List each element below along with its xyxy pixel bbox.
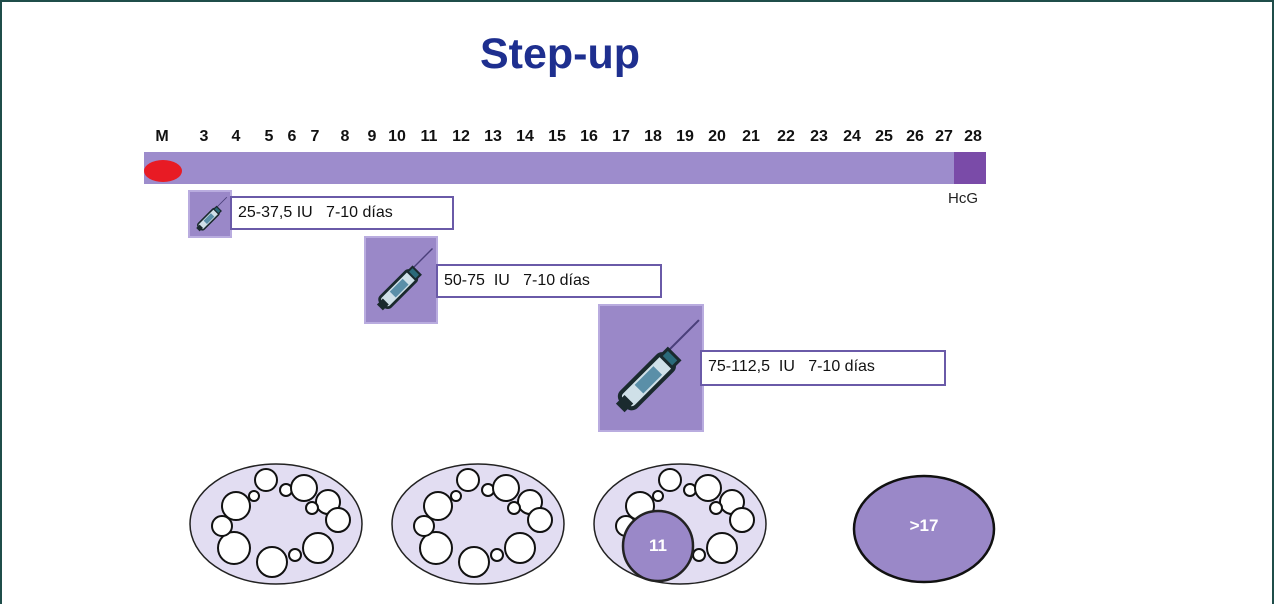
dominant-follicle-11 [621, 509, 695, 583]
day-label: 9 [367, 128, 377, 145]
day-label: 17 [612, 128, 630, 145]
day-label: 11 [420, 128, 438, 145]
day-label: 7 [310, 128, 320, 145]
day-label: 19 [676, 128, 694, 145]
ovary-3: 11 [592, 462, 768, 586]
syringe-icon [196, 196, 228, 232]
ovary-2 [390, 462, 566, 586]
day-label: 16 [580, 128, 598, 145]
day-label: 25 [875, 128, 893, 145]
day-label: 27 [935, 128, 953, 145]
day-label: 10 [388, 128, 406, 145]
dose-label-step-2: 50-75 IU 7-10 días [436, 264, 662, 298]
day-label: 21 [742, 128, 760, 145]
ovary-1 [188, 462, 364, 586]
day-label: 28 [964, 128, 982, 145]
day-label: 24 [843, 128, 861, 145]
day-label: 3 [199, 128, 209, 145]
syringe-box-step-3 [598, 304, 704, 432]
day-label: 20 [708, 128, 726, 145]
syringe-icon [615, 319, 700, 413]
day-label: 23 [810, 128, 828, 145]
syringe-box-step-1 [188, 190, 232, 238]
day-label: 13 [484, 128, 502, 145]
follicle-label-11: 11 [649, 536, 667, 555]
hcg-label: HcG [948, 190, 978, 207]
day-label: 18 [644, 128, 662, 145]
cycle-timeline-bar [144, 152, 986, 184]
page-title: Step-up [479, 30, 641, 78]
day-label: 22 [777, 128, 795, 145]
mature-follicle: >17 [852, 474, 996, 584]
day-label: 12 [452, 128, 470, 145]
dose-label-step-1: 25-37,5 IU 7-10 días [230, 196, 454, 230]
day-labels: M 3 4 5 6 7 8 9 10 11 12 13 14 15 16 17 … [0, 128, 1278, 152]
hcg-marker [954, 152, 986, 184]
dose-label-step-3: 75-112,5 IU 7-10 días [700, 350, 946, 386]
syringe-icon [376, 248, 433, 311]
day-label: 4 [231, 128, 241, 145]
day-label: 15 [548, 128, 566, 145]
day-label: 8 [340, 128, 350, 145]
syringe-box-step-2 [364, 236, 438, 324]
day-label: 14 [516, 128, 534, 145]
day-label: M [155, 128, 169, 145]
day-label: 26 [906, 128, 924, 145]
day-label: 5 [264, 128, 274, 145]
day-label: 6 [287, 128, 297, 145]
menses-marker [144, 160, 182, 182]
follicle-label-17: >17 [909, 516, 939, 535]
